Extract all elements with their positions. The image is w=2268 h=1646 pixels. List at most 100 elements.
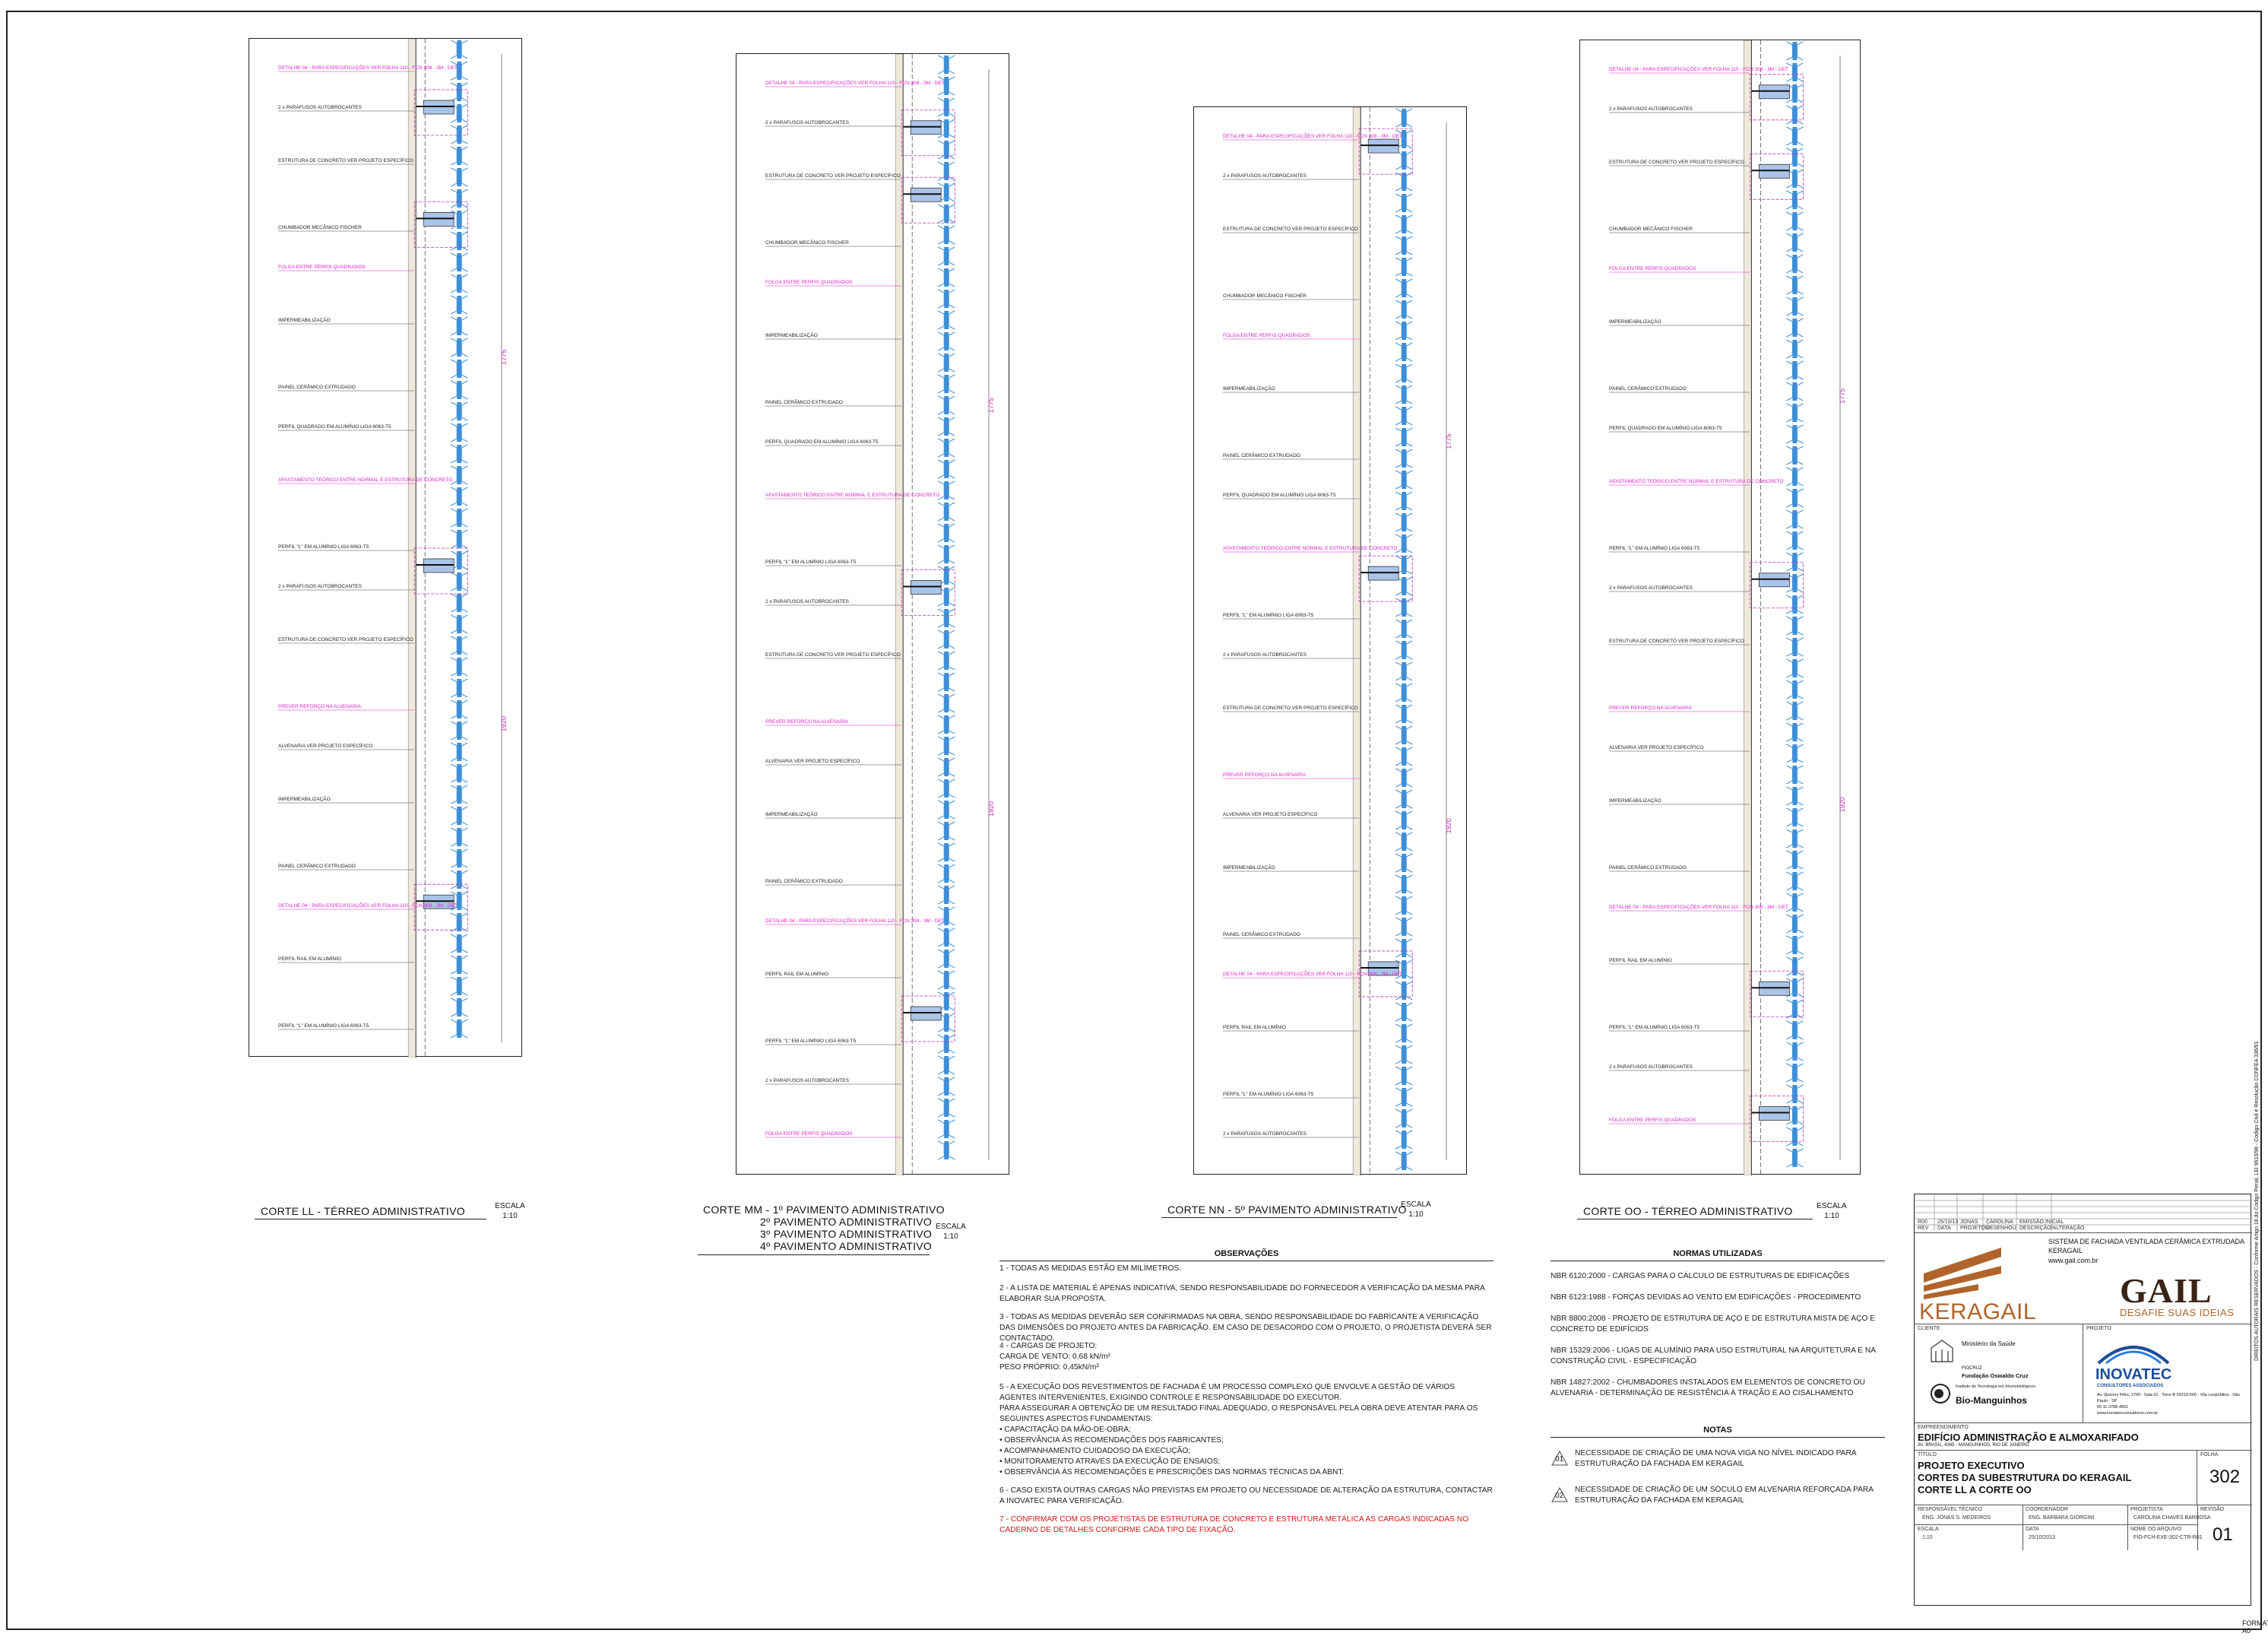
svg-text:PAINEL CERÂMICO EXTRUDADO: PAINEL CERÂMICO EXTRUDADO: [278, 862, 356, 869]
inovatec-logo-icon: [2097, 1346, 2170, 1365]
svg-text:1775: 1775: [987, 398, 995, 413]
observacao-item: • CAPACITAÇÃO DA MÃO-DE-OBRA;: [999, 1426, 1132, 1434]
observacao-item: • ACOMPANHAMENTO CUIDADOSO DA EXECUÇÃO;: [999, 1447, 1191, 1455]
svg-text:IMPERMEABILIZAÇÃO: IMPERMEABILIZAÇÃO: [278, 316, 331, 323]
system-desc: SISTEMA DE FACHADA VENTILADA CERÂMICA EX…: [2048, 1238, 2244, 1254]
brand-area: [1915, 1232, 2252, 1324]
svg-text:PREVER REFORÇO NA ALVENARIA: PREVER REFORÇO NA ALVENARIA: [1609, 706, 1693, 711]
svg-text:PAINEL CERÂMICO EXTRUDADO: PAINEL CERÂMICO EXTRUDADO: [1223, 931, 1300, 937]
svg-text:AFASTAMENTO TEÓRICO ENTRE NORM: AFASTAMENTO TEÓRICO ENTRE NORMAL E ESTRU…: [1223, 544, 1397, 551]
svg-text:2 x PARAFUSOS AUTOBROCANTES: 2 x PARAFUSOS AUTOBROCANTES: [278, 584, 363, 589]
caption-corte-mm: CORTE MM - 1º PAVIMENTO ADMINISTRATIVO 2…: [703, 1204, 945, 1252]
svg-text:IMPERMEABILIZAÇÃO: IMPERMEABILIZAÇÃO: [1609, 318, 1661, 325]
norma-item: NBR 15329:2006 - LIGAS DE ALUMÍNIO PARA …: [1551, 1346, 1876, 1365]
observacao-item: 5 - A EXECUÇÃO DOS REVESTIMENTOS DE FACH…: [999, 1383, 1456, 1402]
svg-text:FOLGA ENTRE PERFIS QUADRADOS: FOLGA ENTRE PERFIS QUADRADOS: [765, 280, 853, 285]
website: www.gail.com.br: [2048, 1257, 2099, 1264]
svg-text:IMPERMEABILIZAÇÃO: IMPERMEABILIZAÇÃO: [765, 331, 818, 338]
svg-text:DETALHE 04 - PARA ESPECIFICAÇÕ: DETALHE 04 - PARA ESPECIFICAÇÕES VER FOL…: [1609, 903, 1788, 910]
triangle-marker-icon: [1551, 1450, 1568, 1466]
sheet-frame: [6, 11, 2262, 1630]
cliente-cell: [1915, 1324, 2083, 1422]
svg-text:DETALHE 04 - PARA ESPECIFICAÇÕ: DETALHE 04 - PARA ESPECIFICAÇÕES VER FOL…: [1223, 970, 1402, 977]
svg-text:ESTRUTURA DE CONCRETO VER PROJ: ESTRUTURA DE CONCRETO VER PROJETO ESPECÍ…: [278, 636, 413, 642]
svg-text:CHUMBADOR MECÂNICO FISCHER: CHUMBADOR MECÂNICO FISCHER: [1223, 292, 1307, 299]
caption-corte-nn: CORTE NN - 5º PAVIMENTO ADMINISTRATIVO: [1167, 1204, 1407, 1216]
normas-title: NORMAS UTILIZADAS: [1673, 1249, 1763, 1258]
svg-text:PERFIL "L" EM ALUMÍNIO LIGA 60: PERFIL "L" EM ALUMÍNIO LIGA 6063-T5: [1223, 1090, 1314, 1097]
svg-text:ALVENARIA VER PROJETO ESPECÍFI: ALVENARIA VER PROJETO ESPECÍFICO: [1609, 744, 1703, 750]
caption-corte-oo: CORTE OO - TÉRREO ADMINISTRATIVO: [1583, 1205, 1793, 1217]
svg-text:IMPERMEABILIZAÇÃO: IMPERMEABILIZAÇÃO: [1223, 385, 1275, 392]
copyright-vertical: DIREITOS AUTORAIS RESERVADOS - Conforme …: [2254, 1041, 2260, 1361]
svg-text:1775: 1775: [500, 350, 508, 365]
svg-text:2 x PARAFUSOS AUTOBROCANTES: 2 x PARAFUSOS AUTOBROCANTES: [1609, 1064, 1693, 1070]
triangle-marker-icon: [1551, 1486, 1568, 1502]
svg-text:DETALHE 04 - PARA ESPECIFICAÇÕ: DETALHE 04 - PARA ESPECIFICAÇÕES VER FOL…: [278, 902, 458, 909]
svg-text:IMPERMEABILIZAÇÃO: IMPERMEABILIZAÇÃO: [765, 810, 818, 817]
bio-manguinhos-icon: [1931, 1384, 1950, 1403]
svg-text:PERFIL QUADRADO EM ALUMÍNIO LI: PERFIL QUADRADO EM ALUMÍNIO LIGA 6063-T5: [1223, 491, 1336, 498]
svg-text:2 x PARAFUSOS AUTOBROCANTES: 2 x PARAFUSOS AUTOBROCANTES: [1223, 173, 1307, 179]
svg-text:CHUMBADOR MECÂNICO FISCHER: CHUMBADOR MECÂNICO FISCHER: [1609, 225, 1693, 232]
svg-text:DETALHE 04 - PARA ESPECIFICAÇÕ: DETALHE 04 - PARA ESPECIFICAÇÕES VER FOL…: [1609, 65, 1788, 72]
svg-text:FOLGA ENTRE PERFIS QUADRADOS: FOLGA ENTRE PERFIS QUADRADOS: [1223, 333, 1310, 338]
svg-text:DETALHE 04 - PARA ESPECIFICAÇÕ: DETALHE 04 - PARA ESPECIFICAÇÕES VER FOL…: [1223, 132, 1402, 139]
svg-text:FOLGA ENTRE PERFIS QUADRADOS: FOLGA ENTRE PERFIS QUADRADOS: [278, 265, 366, 270]
svg-text:PERFIL "L" EM ALUMÍNIO LIGA 60: PERFIL "L" EM ALUMÍNIO LIGA 6063-T5: [1609, 1023, 1700, 1030]
svg-text:DETALHE 04 - PARA ESPECIFICAÇÕ: DETALHE 04 - PARA ESPECIFICAÇÕES VER FOL…: [278, 64, 458, 71]
observacao-item: 4 - CARGAS DE PROJETO:: [999, 1342, 1098, 1350]
empreendimento-name: EDIFÍCIO ADMINISTRAÇÃO E ALMOXARIFADO: [1918, 1432, 2139, 1443]
svg-text:FOLGA ENTRE PERFIS QUADRADOS: FOLGA ENTRE PERFIS QUADRADOS: [1609, 266, 1696, 271]
svg-text:2 x PARAFUSOS AUTOBROCANTES: 2 x PARAFUSOS AUTOBROCANTES: [765, 1078, 850, 1083]
observacao-item: • OBSERVÂNCIA ÀS RECOMENDAÇÕES DOS FABRI…: [999, 1436, 1224, 1445]
gail-logo: GAIL: [2120, 1271, 2213, 1310]
svg-text:PREVER REFORÇO NA ALVENARIA: PREVER REFORÇO NA ALVENARIA: [278, 704, 362, 709]
svg-text:2 x PARAFUSOS AUTOBROCANTES: 2 x PARAFUSOS AUTOBROCANTES: [1609, 585, 1693, 591]
svg-text:1920: 1920: [1839, 797, 1846, 812]
projeto-cell: [2083, 1324, 2252, 1422]
svg-text:2 x PARAFUSOS AUTOBROCANTES: 2 x PARAFUSOS AUTOBROCANTES: [1223, 1131, 1307, 1137]
svg-text:PERFIL RAIL EM ALUMÍNIO: PERFIL RAIL EM ALUMÍNIO: [1223, 1023, 1286, 1030]
svg-text:ESTRUTURA DE CONCRETO VER PROJ: ESTRUTURA DE CONCRETO VER PROJETO ESPECÍ…: [278, 157, 413, 163]
svg-text:PERFIL QUADRADO EM ALUMÍNIO LI: PERFIL QUADRADO EM ALUMÍNIO LIGA 6063-T5: [1609, 424, 1722, 431]
observacao-item: 7 - CONFIRMAR COM OS PROJETISTAS DE ESTR…: [999, 1515, 1469, 1534]
svg-text:ESTRUTURA DE CONCRETO VER PROJ: ESTRUTURA DE CONCRETO VER PROJETO ESPECÍ…: [1223, 704, 1358, 711]
svg-text:PAINEL CERÂMICO EXTRUDADO: PAINEL CERÂMICO EXTRUDADO: [1223, 452, 1300, 458]
svg-text:DETALHE 04 - PARA ESPECIFICAÇÕ: DETALHE 04 - PARA ESPECIFICAÇÕES VER FOL…: [765, 79, 945, 86]
drawing-title: PROJETO EXECUTIVO CORTES DA SUBESTRUTURA…: [1918, 1460, 2132, 1495]
svg-text:PAINEL CERÂMICO EXTRUDADO: PAINEL CERÂMICO EXTRUDADO: [1609, 864, 1687, 871]
svg-text:FOLGA ENTRE PERFIS QUADRADOS: FOLGA ENTRE PERFIS QUADRADOS: [1609, 1118, 1696, 1123]
svg-text:PAINEL CERÂMICO EXTRUDADO: PAINEL CERÂMICO EXTRUDADO: [1609, 385, 1687, 392]
folha-number: 302: [2209, 1467, 2241, 1487]
svg-text:PAINEL CERÂMICO EXTRUDADO: PAINEL CERÂMICO EXTRUDADO: [278, 383, 356, 390]
svg-text:ALVENARIA VER PROJETO ESPECÍFI: ALVENARIA VER PROJETO ESPECÍFICO: [1223, 810, 1317, 817]
svg-text:PERFIL QUADRADO EM ALUMÍNIO LI: PERFIL QUADRADO EM ALUMÍNIO LIGA 6063-T5: [765, 438, 879, 445]
svg-text:PERFIL "L" EM ALUMÍNIO LIGA 60: PERFIL "L" EM ALUMÍNIO LIGA 6063-T5: [278, 1022, 369, 1029]
observacao-item: 2 - A LISTA DE MATERIAL É APENAS INDICAT…: [999, 1284, 1485, 1303]
observacao-item: • OBSERVÂNCIA ÀS RECOMENDAÇÕES E PRESCRI…: [999, 1468, 1345, 1476]
svg-text:FOLGA ENTRE PERFIS QUADRADOS: FOLGA ENTRE PERFIS QUADRADOS: [765, 1131, 853, 1137]
svg-text:AFASTAMENTO TEÓRICO ENTRE NORM: AFASTAMENTO TEÓRICO ENTRE NORMAL E ESTRU…: [765, 491, 939, 498]
title-block: R00 25/10/13 JONAS CAROLINA EMISSÃO INIC…: [1914, 1194, 2252, 1606]
svg-text:AFASTAMENTO TEÓRICO ENTRE NORM: AFASTAMENTO TEÓRICO ENTRE NORMAL E ESTRU…: [278, 476, 452, 483]
norma-item: NBR 8800:2008 - PROJETO DE ESTRUTURA DE …: [1551, 1315, 1876, 1334]
svg-text:IMPERMEABILIZAÇÃO: IMPERMEABILIZAÇÃO: [1223, 864, 1275, 871]
svg-text:PREVER REFORÇO NA ALVENARIA: PREVER REFORÇO NA ALVENARIA: [765, 719, 849, 725]
inovatec-name: INOVATEC: [2095, 1366, 2172, 1383]
svg-text:PERFIL "L" EM ALUMÍNIO LIGA 60: PERFIL "L" EM ALUMÍNIO LIGA 6063-T5: [765, 558, 857, 565]
svg-text:AFASTAMENTO TEÓRICO ENTRE NORM: AFASTAMENTO TEÓRICO ENTRE NORMAL E ESTRU…: [1609, 477, 1783, 484]
empreendimento-cell: [1915, 1422, 2252, 1450]
svg-text:2 x PARAFUSOS AUTOBROCANTES: 2 x PARAFUSOS AUTOBROCANTES: [765, 120, 850, 125]
norma-item: NBR 6123:1988 - FORÇAS DEVIDAS AO VENTO …: [1551, 1293, 1861, 1302]
svg-text:PERFIL "L" EM ALUMÍNIO LIGA 60: PERFIL "L" EM ALUMÍNIO LIGA 6063-T5: [1223, 611, 1314, 618]
